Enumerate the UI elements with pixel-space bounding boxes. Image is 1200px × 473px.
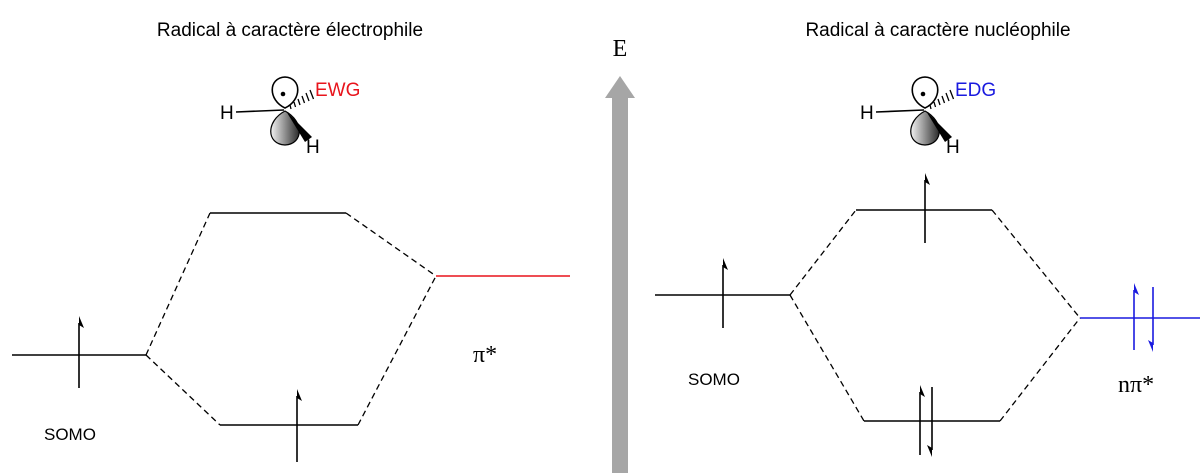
right-upper-mo-electron-up-arrow [924,173,930,243]
right-p-orbital-upper-lobe [911,76,939,109]
n-pi-star-electron-pair [1133,283,1154,352]
right-lower-mo-electron-pair [919,385,933,457]
energy-arrow-shaft [612,96,628,473]
left-panel: Radical à caractère électrophile H H EWG [12,20,570,462]
left-hashed-bond [289,89,315,110]
right-radical-dot [920,91,926,97]
pi-star-label: π* [473,342,497,368]
left-wedge-bond [286,111,312,142]
left-somo-electron-up-arrow [78,316,84,388]
energy-axis-label: E [613,36,628,62]
n-pi-star-label: nπ* [1118,372,1154,398]
edg-label: EDG [955,80,996,101]
energy-arrow-head [605,76,635,98]
left-correlation-lines [145,212,437,426]
right-bond-h [875,109,925,113]
right-h-bottom: H [946,137,960,158]
energy-axis: E [605,36,635,473]
left-h-bottom: H [306,137,320,158]
left-radical-molecule: H H EWG [220,76,360,158]
left-h-left: H [220,103,234,124]
right-somo-label: SOMO [688,370,740,389]
left-p-orbital-upper-lobe [271,76,299,109]
right-correlation-lines [789,209,1081,422]
left-title: Radical à caractère électrophile [157,20,423,41]
right-h-left: H [860,103,874,124]
right-hashed-bond [929,89,955,110]
right-somo-electron-up-arrow [722,258,728,328]
ewg-label: EWG [315,80,360,101]
right-title: Radical à caractère nucléophile [805,20,1070,41]
left-lower-mo-electron-up-arrow [296,389,302,462]
right-radical-molecule: H H EDG [860,76,996,158]
left-bond-h [235,109,285,113]
right-panel: Radical à caractère nucléophile H H EDG [655,20,1200,457]
left-p-orbital-lower-lobe [270,110,300,146]
left-somo-label: SOMO [44,425,96,444]
right-p-orbital-lower-lobe [910,110,940,146]
right-wedge-bond [926,111,952,142]
left-radical-dot [280,91,286,97]
